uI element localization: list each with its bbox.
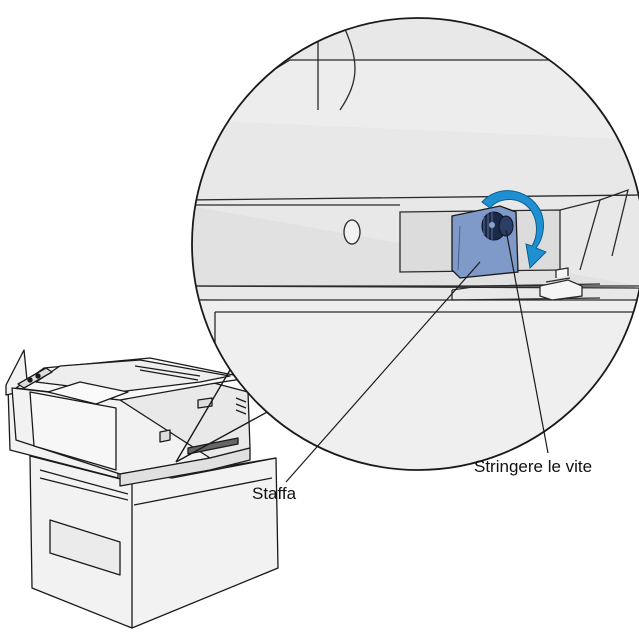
magnifier-circle [191, 17, 639, 471]
leader-lines [285, 229, 549, 483]
optional-drawer [29, 455, 279, 629]
bracket-callout-label: Staffa [252, 484, 297, 503]
rotation-arrow [481, 190, 547, 270]
printer-illustration [5, 349, 279, 629]
screw-leader-line [505, 229, 549, 454]
screw-callout-label: Stringere le vite [474, 457, 593, 476]
bracket-leader-line [285, 261, 481, 483]
magnifier-connector [175, 369, 281, 463]
thumbscrew [481, 211, 514, 241]
printer-body [5, 349, 251, 487]
